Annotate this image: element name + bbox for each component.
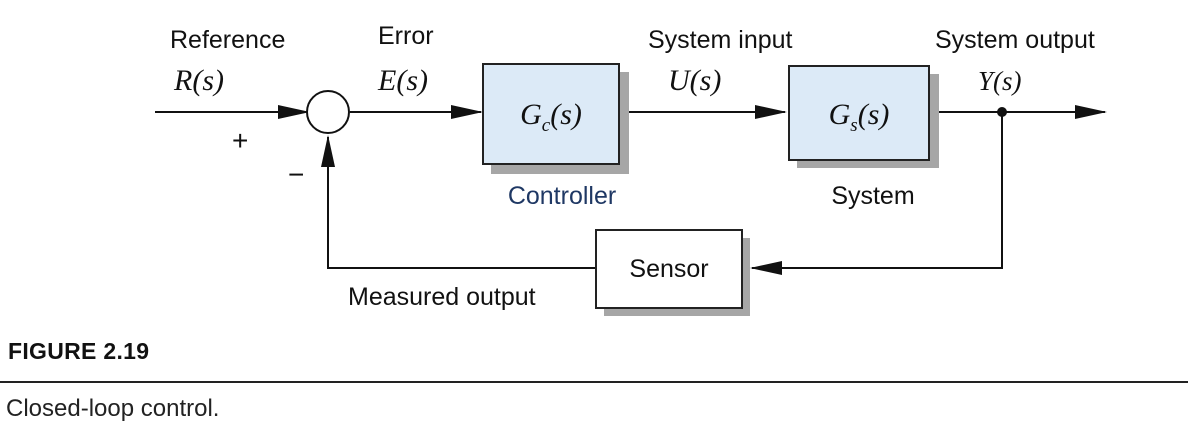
reference-label: Reference	[170, 26, 285, 54]
system-input-symbol: U(s)	[668, 64, 721, 97]
summing-junction	[306, 90, 350, 134]
system-output-label: System output	[935, 26, 1095, 54]
controller-label: Controller	[508, 182, 616, 210]
figure-number: FIGURE 2.19	[8, 338, 150, 364]
sensor-label: Sensor	[629, 255, 708, 283]
error-symbol: E(s)	[377, 64, 428, 97]
sensor-feedback-line	[750, 112, 1003, 275]
measured-output-line	[321, 135, 596, 269]
controller-box	[482, 63, 620, 165]
system-transfer-function: Gs(s)	[829, 98, 890, 136]
error-label: Error	[378, 22, 434, 50]
figure-caption: Closed-loop control.	[6, 395, 220, 422]
controller-transfer-function: Gc(s)	[520, 98, 582, 136]
plus-sign: +	[232, 125, 248, 156]
system-box	[788, 65, 930, 161]
caption-divider	[0, 381, 1188, 383]
sensor-box	[595, 229, 743, 309]
reference-symbol: R(s)	[173, 64, 224, 97]
system-block: Gs(s)	[788, 65, 939, 168]
block-diagram: + − Gc(s) Controller Gs(s) System Sensor…	[155, 22, 1107, 316]
minus-sign: −	[288, 159, 304, 190]
system-label: System	[831, 182, 914, 210]
measured-output-label: Measured output	[348, 283, 536, 311]
controller-block: Gc(s)	[482, 63, 629, 174]
system-output-symbol: Y(s)	[978, 66, 1022, 96]
system-input-label: System input	[648, 26, 793, 54]
takeoff-point	[997, 107, 1007, 117]
sensor-block: Sensor	[595, 229, 750, 316]
